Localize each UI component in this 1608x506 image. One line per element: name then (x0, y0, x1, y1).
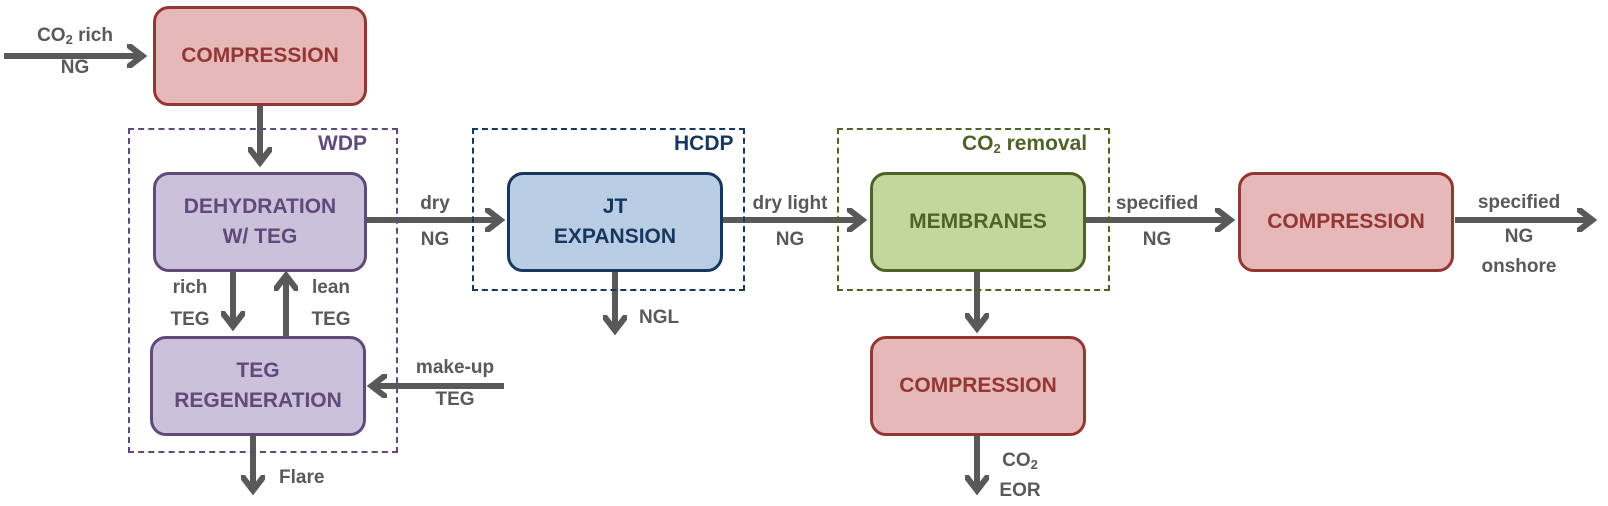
wdp-group-title: WDP (318, 132, 367, 155)
compression-export-box: COMPRESSION (1238, 172, 1454, 272)
membranes-label: MEMBRANES (909, 210, 1047, 233)
compression-co2-box: COMPRESSION (870, 336, 1086, 436)
compression-inlet-box: COMPRESSION (153, 6, 367, 106)
feed-stream-label: CO2 rich NG (37, 25, 113, 78)
teg-regeneration-label-line2: REGENERATION (174, 389, 342, 412)
dehydration-teg-box: DEHYDRATION W/ TEG (153, 172, 367, 272)
ngl-label: NGL (639, 307, 680, 328)
co2-removal-group-title: CO2 removal (962, 132, 1088, 156)
specified-ng-label: specified NG (1115, 193, 1199, 250)
lean-teg-label: lean TEG (311, 277, 351, 330)
hcdp-group (472, 128, 745, 291)
co2-eor-label: CO2 EOR (999, 450, 1041, 501)
teg-regeneration-label-line1: TEG (236, 359, 280, 382)
dry-ng-label: dry NG (420, 193, 450, 250)
dehydration-label-line2: W/ TEG (222, 225, 298, 248)
wdp-group (128, 128, 398, 453)
co2-removal-group (837, 128, 1110, 291)
compression-export-label: COMPRESSION (1267, 210, 1425, 233)
jt-expansion-box: JT EXPANSION (507, 172, 723, 272)
compression-inlet-label: COMPRESSION (181, 44, 339, 67)
product-stream-label: specified NG onshore (1477, 192, 1561, 277)
jt-expansion-label-line1: JT (602, 195, 628, 218)
jt-expansion-label-line2: EXPANSION (553, 225, 677, 248)
dry-light-ng-label: dry light NG (752, 193, 828, 250)
compression-co2-label: COMPRESSION (899, 374, 1057, 397)
rich-teg-label: rich TEG (170, 277, 210, 330)
makeup-teg-label: make-up TEG (415, 357, 495, 410)
membranes-box: MEMBRANES (870, 172, 1086, 272)
flare-label: Flare (279, 467, 325, 488)
dehydration-label-line1: DEHYDRATION (183, 195, 337, 218)
teg-regeneration-box: TEG REGENERATION (150, 336, 366, 436)
hcdp-group-title: HCDP (674, 132, 734, 155)
